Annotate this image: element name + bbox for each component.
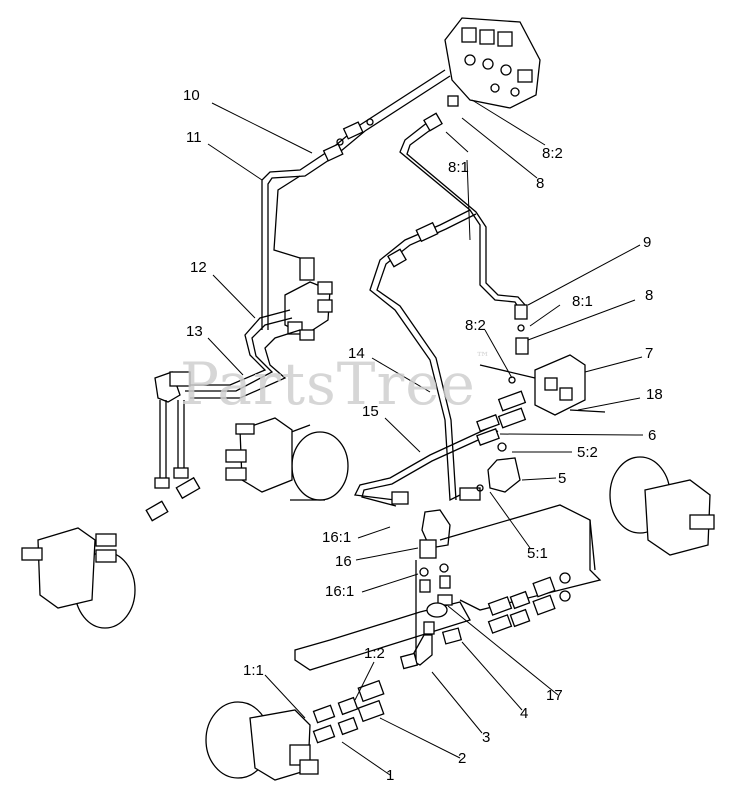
wheel-motor-right bbox=[609, 456, 715, 556]
fittings-right-motor bbox=[487, 572, 571, 634]
callout-16-1-upper: 16:1 bbox=[322, 529, 352, 546]
leader-lines bbox=[207, 99, 644, 776]
partstree-watermark: PartsTree™ bbox=[180, 350, 491, 418]
callout-8-1-top: 8:1 bbox=[448, 159, 469, 176]
frame-bracket bbox=[294, 504, 602, 671]
watermark-trademark: ™ bbox=[475, 350, 491, 366]
callout-8-2-top: 8:2 bbox=[542, 145, 563, 162]
watermark-text: PartsTree bbox=[180, 350, 476, 418]
callout-17: 17 bbox=[546, 687, 563, 704]
wheel-motor-bottom bbox=[205, 679, 385, 781]
callout-7: 7 bbox=[645, 345, 654, 362]
tube-14 bbox=[369, 209, 481, 502]
wheel-motor-center bbox=[225, 417, 349, 501]
control-valve bbox=[444, 17, 541, 109]
wheel-motor-left bbox=[21, 527, 136, 629]
hose-assembly-10-11 bbox=[261, 69, 451, 330]
callout-15: 15 bbox=[362, 403, 379, 420]
callout-10: 10 bbox=[183, 87, 200, 104]
callout-1-2: 1:2 bbox=[364, 645, 385, 662]
callout-8-1-right: 8:1 bbox=[572, 293, 593, 310]
callout-4: 4 bbox=[520, 705, 529, 722]
callout-16: 16 bbox=[335, 553, 352, 570]
callout-1-1: 1:1 bbox=[243, 662, 264, 679]
callout-5-2: 5:2 bbox=[577, 444, 598, 461]
callout-9: 9 bbox=[643, 234, 652, 251]
callout-8-2-right: 8:2 bbox=[465, 317, 486, 334]
valve-block-7 bbox=[476, 354, 606, 446]
callout-14: 14 bbox=[348, 345, 365, 362]
callout-12: 12 bbox=[190, 259, 207, 276]
elbow-fitting-5 bbox=[476, 442, 521, 493]
callout-8-right: 8 bbox=[645, 287, 654, 304]
callout-18: 18 bbox=[646, 386, 663, 403]
hose-assembly-13 bbox=[145, 309, 301, 522]
tube-9 bbox=[399, 95, 529, 355]
callout-13: 13 bbox=[186, 323, 203, 340]
callout-1: 1 bbox=[386, 767, 395, 784]
callout-2: 2 bbox=[458, 750, 467, 767]
callout-16-1-lower: 16:1 bbox=[325, 583, 355, 600]
callout-5-1: 5:1 bbox=[527, 545, 548, 562]
callout-8-top: 8 bbox=[536, 175, 545, 192]
flow-divider-12 bbox=[284, 257, 333, 341]
callout-5: 5 bbox=[558, 470, 567, 487]
fittings-center-bottom bbox=[399, 560, 463, 670]
callout-6: 6 bbox=[648, 427, 657, 444]
callout-11: 11 bbox=[186, 129, 202, 146]
callout-3: 3 bbox=[482, 729, 491, 746]
